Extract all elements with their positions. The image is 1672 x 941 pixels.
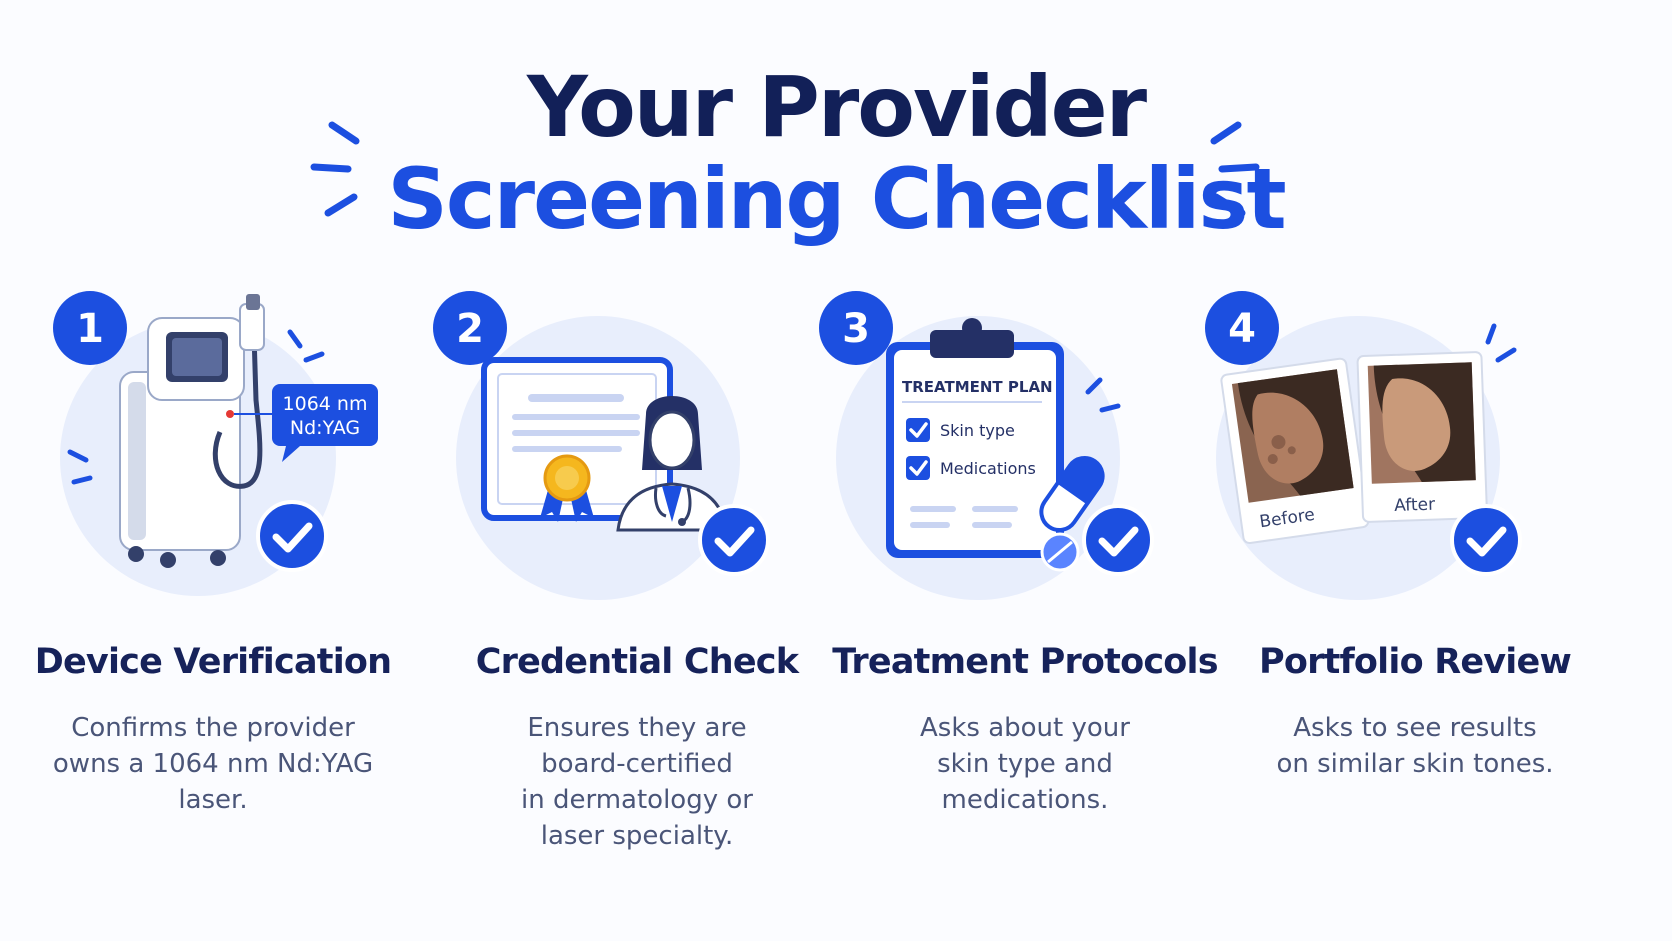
step-number-badge: 1 <box>53 291 127 365</box>
step-description: Confirms the provider owns a 1064 nm Nd:… <box>8 710 418 818</box>
check-icon <box>1450 504 1522 576</box>
laser-device-icon <box>119 294 278 568</box>
plan-item: Medications <box>940 459 1036 478</box>
step-description: Asks about your skin type and medication… <box>820 710 1230 818</box>
step-number: 4 <box>1228 306 1256 352</box>
desc-line: skin type and <box>937 749 1113 779</box>
spark-icon <box>1485 323 1517 363</box>
desc-line: Asks about your <box>920 713 1130 743</box>
check-icon <box>256 500 328 572</box>
step-illustration: 2 <box>432 290 842 630</box>
step-title: Device Verification <box>34 642 392 682</box>
step-number-badge: 3 <box>819 291 893 365</box>
award-ribbon-icon <box>540 454 594 522</box>
step-card-device-verification: 1064 nm Nd:YAG 1 Device Verification Con… <box>8 290 418 890</box>
step-number: 2 <box>456 306 484 352</box>
step-number-badge: 4 <box>1205 291 1279 365</box>
step-card-portfolio-review: Before After 4 <box>1205 290 1620 890</box>
step-description: Ensures they are board-certified in derm… <box>432 710 842 854</box>
desc-line: owns a 1064 nm Nd:YAG <box>52 749 374 779</box>
step-illustration: Before After 4 <box>1205 290 1620 630</box>
step-number: 3 <box>842 306 870 352</box>
plan-title: TREATMENT PLAN <box>902 378 1053 396</box>
spark-icon <box>1085 377 1121 413</box>
plan-item: Skin type <box>940 421 1015 440</box>
photo-after-label: After <box>1394 495 1436 516</box>
step-description: Asks to see results on similar skin tone… <box>1210 710 1620 782</box>
desc-line: laser. <box>178 785 248 815</box>
desc-line: Confirms the provider <box>71 713 355 743</box>
desc-line: Asks to see results <box>1293 713 1537 743</box>
desc-line: Ensures they are <box>527 713 747 743</box>
badge-line2: Nd:YAG <box>290 417 360 439</box>
clipboard-icon: TREATMENT PLAN Skin type Medications <box>886 318 1064 558</box>
check-icon <box>1082 504 1154 576</box>
step-number-badge: 2 <box>433 291 507 365</box>
page-title-line2: Screening Checklist <box>387 150 1286 248</box>
step-number: 1 <box>76 306 104 352</box>
step-card-treatment-protocols: TREATMENT PLAN Skin type Medications <box>819 290 1230 890</box>
step-illustration: TREATMENT PLAN Skin type Medications <box>819 290 1230 630</box>
spark-icon <box>67 329 325 485</box>
pill-icon <box>1039 455 1105 572</box>
spark-left-icon <box>310 121 360 217</box>
step-title: Treatment Protocols <box>832 642 1218 682</box>
check-icon <box>698 504 770 576</box>
desc-line: in dermatology or <box>521 785 753 815</box>
desc-line: on similar skin tones. <box>1276 749 1554 779</box>
wavelength-badge: 1064 nm Nd:YAG <box>272 384 378 462</box>
desc-line: laser specialty. <box>540 821 734 851</box>
spark-right-icon <box>1210 121 1260 217</box>
desc-line: board-certified <box>541 749 733 779</box>
before-after-photos-icon: Before After <box>1220 351 1488 545</box>
photo-before: Before <box>1220 357 1370 545</box>
step-illustration: 1064 nm Nd:YAG 1 <box>8 290 418 630</box>
step-title: Portfolio Review <box>1259 642 1572 682</box>
doctor-icon <box>616 396 728 532</box>
step-card-credential-check: 2 Credential Check Ensures they are boar… <box>432 290 842 890</box>
desc-line: medications. <box>941 785 1109 815</box>
badge-line1: 1064 nm <box>283 393 368 415</box>
page-title-line1: Your Provider <box>526 58 1147 156</box>
photo-after: After <box>1356 351 1488 523</box>
step-title: Credential Check <box>475 642 799 682</box>
